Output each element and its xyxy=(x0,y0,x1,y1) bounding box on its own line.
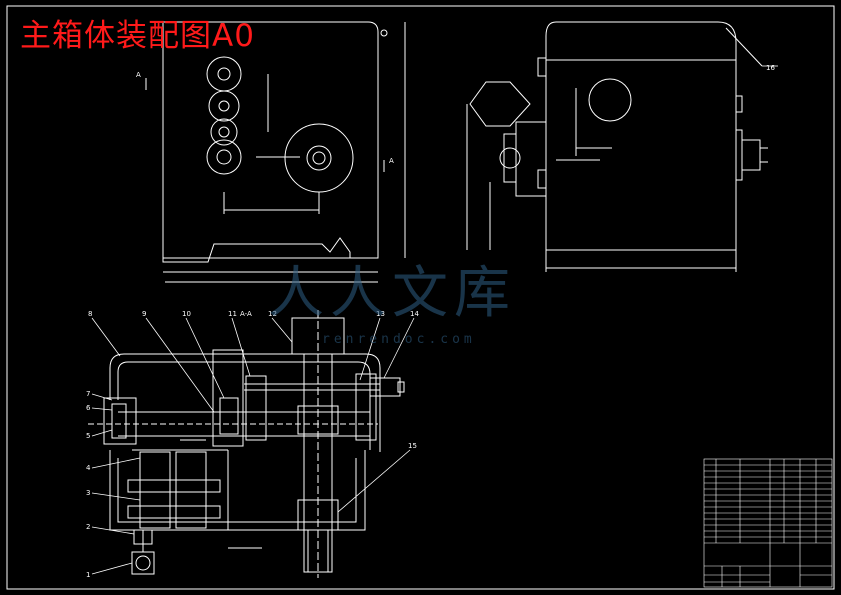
part-labels: 1 2 3 4 5 6 7 8 9 10 11 12 13 14 15 16 A… xyxy=(86,64,775,579)
drawing-title: 主箱体装配图A0 xyxy=(20,18,255,54)
part-label-12: 12 xyxy=(268,310,277,318)
part-label-6: 6 xyxy=(86,404,91,412)
part-label-14: 14 xyxy=(410,310,419,318)
part-label-9: 9 xyxy=(142,310,146,318)
part-label-11: 11 xyxy=(228,310,237,318)
view-mark-left: A xyxy=(136,71,141,79)
watermark-text: 人人文库 xyxy=(268,261,516,326)
view-mark-right: A xyxy=(389,157,394,165)
part-label-3: 3 xyxy=(86,489,90,497)
watermark-url: renrendoc.com xyxy=(322,332,476,347)
part-label-1: 1 xyxy=(86,571,90,579)
part-label-13: 13 xyxy=(376,310,385,318)
title-block xyxy=(703,458,833,588)
section-view xyxy=(88,310,405,578)
part-label-16: 16 xyxy=(766,64,775,72)
part-label-2: 2 xyxy=(86,523,90,531)
part-label-8: 8 xyxy=(88,310,92,318)
part-label-7: 7 xyxy=(86,390,90,398)
part-label-5: 5 xyxy=(86,432,90,440)
front-view xyxy=(145,21,406,283)
part-label-4: 4 xyxy=(86,464,91,472)
sheet-border xyxy=(6,5,835,590)
part-label-15: 15 xyxy=(408,442,417,450)
side-view xyxy=(466,21,768,272)
section-label: A-A xyxy=(240,310,252,318)
leader-lines xyxy=(91,65,778,575)
part-label-10: 10 xyxy=(182,310,191,318)
